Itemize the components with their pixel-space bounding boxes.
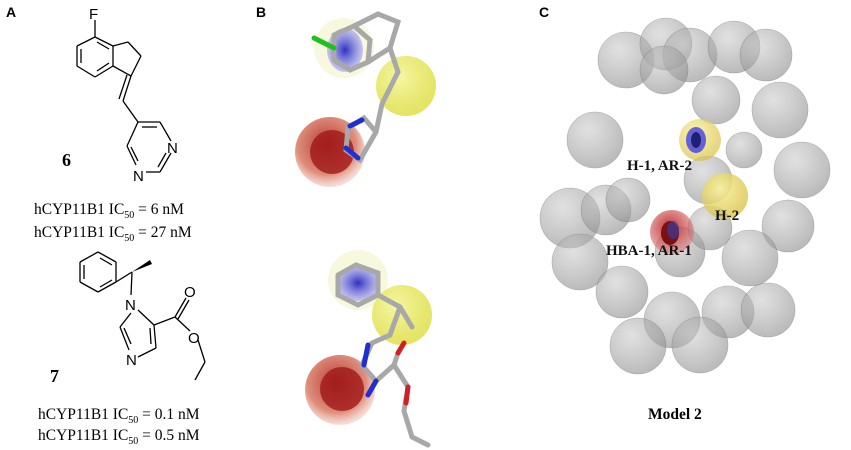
- compound-6-ic50-line-1: hCYP11B1 IC50 = 6 nM: [34, 201, 184, 222]
- alignment-compound-7: [305, 250, 432, 448]
- model-caption: Model 2: [648, 406, 702, 423]
- pharmacophore-model-2: H-1, AR-2 H-2 HBA-1, AR-1: [539, 17, 831, 375]
- atom-fluorine-label: F: [89, 6, 98, 23]
- compound-6-structure: F N N: [76, 6, 178, 185]
- atom-nitrogen-label: N: [167, 140, 178, 157]
- feature-label-h1-ar2: H-1, AR-2: [627, 158, 692, 174]
- feature-label-h2: H-2: [715, 208, 739, 224]
- panel-label-b: B: [256, 4, 267, 20]
- feature-label-hba1-ar1: HBA-1, AR-1: [606, 243, 692, 259]
- exclusion-spheres: [539, 17, 831, 375]
- compound-6-number: 6: [62, 150, 71, 170]
- compound-7-ic50-line-2: hCYP11B1 IC50 = 0.5 nM: [38, 427, 200, 448]
- compound-7-structure: N N O O: [79, 251, 206, 381]
- compound-7-ic50-line-1: hCYP11B1 IC50 = 0.1 nM: [38, 406, 200, 427]
- atom-oxygen-label: O: [188, 330, 200, 347]
- panel-label-a: A: [6, 4, 17, 20]
- compound-6-ic50-line-2: hCYP11B1 IC50 = 27 nM: [34, 224, 192, 245]
- alignment-compound-6: [295, 11, 436, 187]
- atom-nitrogen-label: N: [126, 352, 137, 369]
- atom-nitrogen-label: N: [133, 168, 144, 185]
- panel-label-c: C: [539, 4, 550, 20]
- compound-7-number: 7: [50, 366, 59, 386]
- atom-nitrogen-label: N: [125, 297, 136, 314]
- atom-oxygen-label: O: [184, 284, 196, 301]
